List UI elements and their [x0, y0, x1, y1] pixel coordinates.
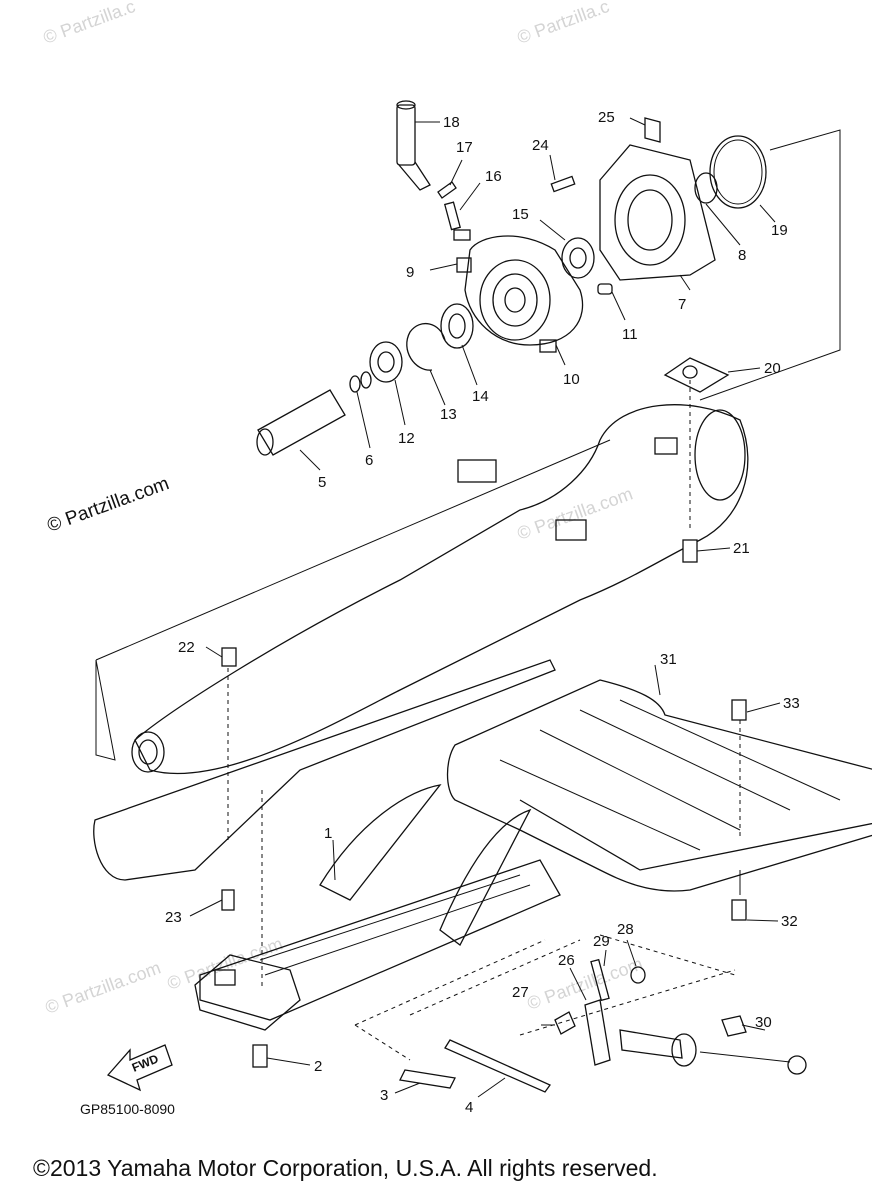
part-label-29[interactable]: 29	[593, 933, 610, 950]
part-label-7[interactable]: 7	[678, 296, 686, 313]
part-label-10[interactable]: 10	[563, 371, 580, 388]
intake-plate-group	[194, 784, 807, 1093]
fwd-arrow-icon: FWD	[106, 1044, 173, 1092]
part-label-3[interactable]: 3	[380, 1087, 388, 1104]
part-label-1[interactable]: 1	[324, 825, 332, 842]
part-label-2[interactable]: 2	[314, 1058, 322, 1075]
hull-duct-group	[93, 380, 749, 990]
part-label-17[interactable]: 17	[456, 139, 473, 156]
part-label-26[interactable]: 26	[558, 952, 575, 969]
watermark-left-main: © Partzilla.com	[45, 473, 172, 537]
drawing-code: GP85100-8090	[80, 1101, 175, 1117]
part-label-32[interactable]: 32	[781, 913, 798, 930]
part-label-24[interactable]: 24	[532, 137, 549, 154]
part-label-13[interactable]: 13	[440, 406, 457, 423]
part-label-20[interactable]: 20	[764, 360, 781, 377]
part-label-5[interactable]: 5	[318, 474, 326, 491]
part-label-18[interactable]: 18	[443, 114, 460, 131]
part-label-6[interactable]: 6	[365, 452, 373, 469]
part-labels: 1 2 3 4 5 6 7 8 9 10 11 12 13 14 15 16 1…	[165, 109, 800, 1116]
part-label-11[interactable]: 11	[622, 326, 638, 343]
copyright-notice: ©2013 Yamaha Motor Corporation, U.S.A. A…	[33, 1155, 658, 1181]
part-label-33[interactable]: 33	[783, 695, 800, 712]
watermark-center: © Partzilla.com	[515, 483, 636, 543]
part-label-22[interactable]: 22	[178, 639, 195, 656]
part-label-15[interactable]: 15	[512, 206, 529, 223]
part-label-30[interactable]: 30	[755, 1014, 772, 1031]
leader-lines	[189, 117, 781, 1098]
watermark-top-left: © Partzilla.c	[41, 0, 138, 48]
watermark-lower-left: © Partzilla.com	[43, 957, 164, 1017]
part-label-31[interactable]: 31	[660, 651, 677, 668]
pump-housing-group	[256, 100, 841, 456]
part-label-27[interactable]: 27	[512, 984, 529, 1001]
grate-group	[446, 679, 872, 921]
part-label-4[interactable]: 4	[465, 1099, 473, 1116]
part-label-8[interactable]: 8	[738, 247, 746, 264]
watermark-top-center: © Partzilla.c	[515, 0, 612, 48]
part-label-14[interactable]: 14	[472, 388, 489, 405]
part-label-16[interactable]: 16	[485, 168, 502, 185]
part-label-19[interactable]: 19	[771, 222, 788, 239]
part-label-25[interactable]: 25	[598, 109, 615, 126]
part-label-28[interactable]: 28	[617, 921, 634, 938]
part-label-12[interactable]: 12	[398, 430, 415, 447]
part-label-9[interactable]: 9	[406, 264, 414, 281]
part-label-21[interactable]: 21	[733, 540, 750, 557]
part-label-23[interactable]: 23	[165, 909, 182, 926]
